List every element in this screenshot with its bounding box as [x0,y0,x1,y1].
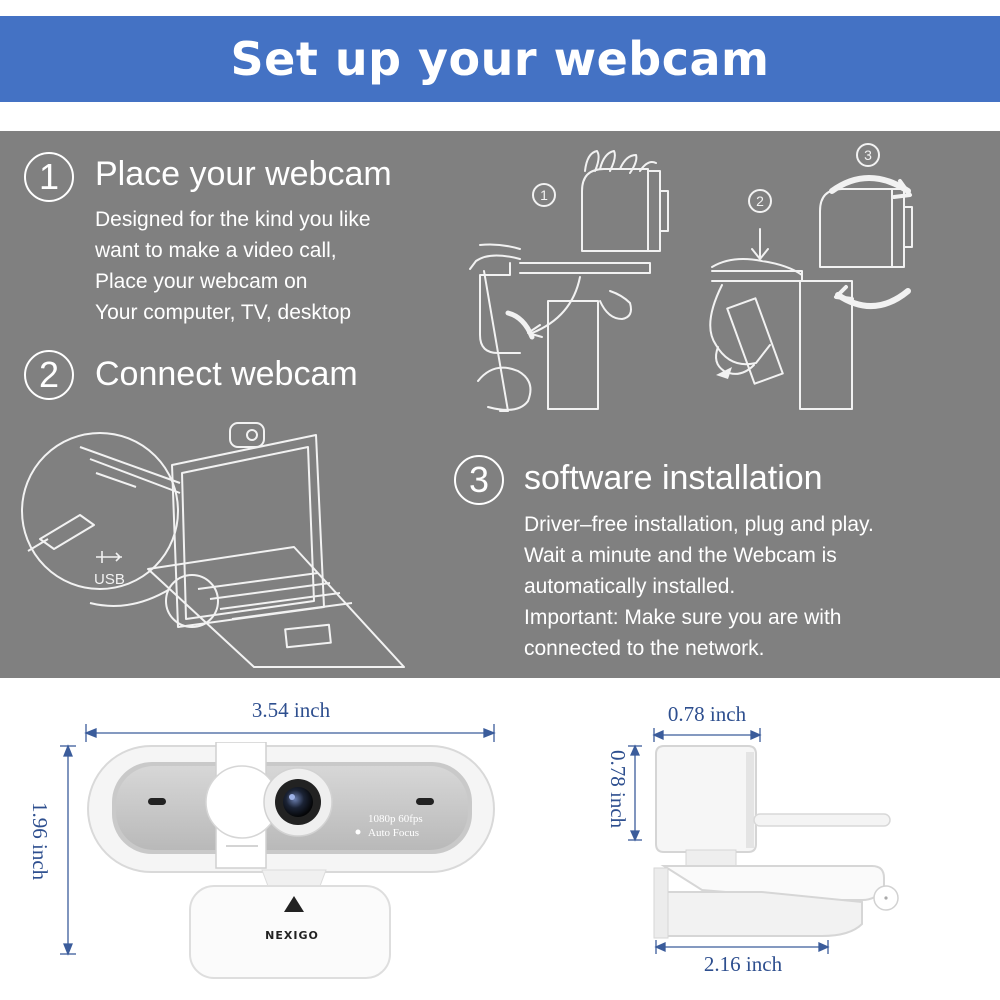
spec-line-1: 1080p 60fps [368,813,423,825]
step-1-line: Your computer, TV, desktop [95,301,352,324]
step-2-number: 2 [24,350,74,400]
usb-label: USB [94,571,125,588]
mount-step-2-marker [748,189,772,213]
width-label: 3.54 inch [251,698,331,722]
laptop-usb-illustration: USB [21,422,405,668]
webcam-front-image: 1080p 60fps Auto Focus NEXIGO [87,742,495,979]
height-arrow [60,744,76,956]
instruction-panel: 1 Place your webcam Designed for the kin… [0,131,1000,678]
base-depth-label: 2.16 inch [703,952,783,976]
usb-icon [96,551,122,563]
step-1-description: Designed for the kind you like want to m… [95,204,371,328]
brand-logo-text: NEXIGO [265,929,319,942]
step-3-line: Wait a minute and the Webcam is [524,544,837,567]
width-arrow [84,724,496,742]
step-3-line: automatically installed. [524,575,736,598]
depth-label: 0.78 inch [667,702,747,726]
step-3-line: connected to the network. [524,637,765,660]
step-3-line: Driver–free installation, plug and play. [524,513,874,536]
step-1-line: Designed for the kind you like [95,208,371,231]
width-dimension: 3.54 inch [86,698,496,723]
step-1-heading: Place your webcam [95,155,392,193]
head-height-label: 0.78 inch [606,750,630,829]
mounted-webcam-icon [229,422,265,448]
step-2-heading: Connect webcam [95,355,358,393]
step-3-line: Important: Make sure you are with [524,606,842,629]
step-3-heading: software installation [524,459,823,497]
usb-port-zoom [21,432,179,590]
step-1-line: Place your webcam on [95,270,308,293]
mount-step-1-label: 1 [540,187,548,203]
mounting-illustration: 1 2 3 [469,143,913,412]
webcam-side-image [653,745,899,939]
step-3-description: Driver–free installation, plug and play.… [524,509,874,664]
height-label: 1.96 inch [28,802,52,881]
mount-step-3-label: 3 [864,147,872,163]
step-3-number: 3 [454,455,504,505]
mount-step-2-label: 2 [756,193,764,209]
title-banner: Set up your webcam [0,16,1000,102]
mount-step-1-marker [532,183,556,207]
mount-step-3-marker [856,143,880,167]
page-title: Set up your webcam [230,32,770,86]
base-depth-arrow [654,940,830,954]
step-1-line: want to make a video call, [95,239,337,262]
step-1-number: 1 [24,152,74,202]
depth-arrow [652,728,762,742]
head-height-arrow [628,744,642,842]
spec-line-2: Auto Focus [368,827,419,839]
